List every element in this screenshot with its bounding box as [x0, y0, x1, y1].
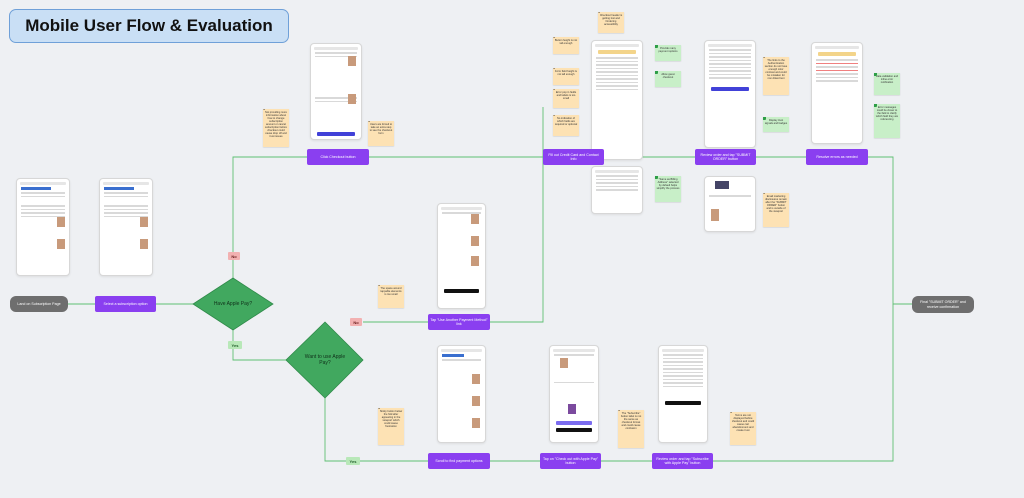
sticky-note-text: Sticky button below the fold after appea…: [379, 409, 403, 429]
node-select: Select a subscription option: [95, 296, 156, 312]
sticky-note-text: Error pop in fields and labels is too sm…: [555, 90, 577, 100]
node-checkout: Click Checkout button: [307, 149, 369, 165]
label-yes-scroll: Yes: [346, 457, 360, 465]
connector-want-apple-scroll: [324, 398, 428, 462]
warning-icon: ⚠: [553, 37, 556, 40]
sticky-note: ⚠The "Subscribe" button label is not the…: [618, 410, 644, 448]
warning-icon: ⚠: [553, 115, 556, 118]
decision-have-apple-shape: [192, 277, 274, 331]
phone-mockup-checkout: [310, 43, 362, 140]
sticky-note: ✓Error messages could be closer to the f…: [874, 104, 900, 138]
sticky-note: ⚠Checkout header is getting lost and hin…: [598, 12, 624, 33]
sticky-note-text: Display trust signals and badges: [764, 118, 788, 125]
sticky-note: ⚠Error pop in fields and labels is too s…: [553, 89, 579, 108]
sticky-note-text: Button height is not tall enough: [554, 38, 578, 45]
node-review-submit: Review order and tap "SUBMIT ORDER" butt…: [695, 149, 756, 165]
sticky-note: ✓Data validation and inline error notifi…: [874, 73, 900, 95]
sticky-note-text: Email marketing disclosures remain after…: [765, 194, 787, 214]
phone-mockup-apple-pay-cart: [549, 345, 599, 443]
warning-icon: ⚠: [368, 121, 371, 124]
sticky-note-text: Data validation and inline error notific…: [875, 74, 899, 84]
sticky-note: ✓"Same as Billing Address" selected by d…: [655, 176, 681, 202]
warning-icon: ⚠: [763, 57, 766, 60]
warning-icon: ⚠: [598, 12, 601, 15]
node-final: Final "SUBMIT ORDER" and receive confirm…: [912, 296, 974, 313]
sticky-note-text: Provide many payment options: [658, 46, 678, 53]
phone-mockup-subscription-selected: [99, 178, 153, 276]
connector-tap-other-fill-form: [490, 157, 544, 323]
sticky-note-text: Allow guest checkout: [661, 72, 675, 79]
phone-mockup-subscription-page: [16, 178, 70, 276]
warning-icon: ⚠: [263, 109, 266, 112]
sticky-note-text: Not providing more information about how…: [265, 110, 287, 139]
connector-have-apple-want-apple: [232, 330, 286, 361]
check-icon: ✓: [655, 71, 658, 74]
sticky-note-text: No indication of which fields are requir…: [554, 116, 578, 126]
warning-icon: ⚠: [378, 285, 381, 288]
warning-icon: ⚠: [618, 410, 621, 413]
sticky-note: ⚠Button height is not tall enough: [553, 37, 579, 54]
phone-mockup-payment-form-1: [591, 40, 643, 160]
phone-mockup-scroll-payment: [437, 345, 486, 443]
decision-want-apple-shape: [285, 321, 364, 399]
node-land: Land on Subscription Page: [10, 296, 68, 312]
check-icon: ✓: [655, 176, 658, 179]
sticky-note-text: Checkout header is getting lost and hind…: [599, 13, 623, 26]
check-icon: ✓: [655, 45, 658, 48]
check-icon: ✓: [763, 117, 766, 120]
check-icon: ✓: [874, 104, 877, 107]
node-tap-other: Tap "Use Another Payment Method" link: [428, 314, 490, 330]
sticky-note: ✓Allow guest checkout: [655, 71, 681, 87]
decision-want-apple: Want to use Apple Pay?: [304, 353, 346, 366]
page-title: Mobile User Flow & Evaluation: [9, 9, 289, 43]
phone-mockup-other-payment: [437, 203, 486, 309]
sticky-note-text: "Same as Billing Address" selected by de…: [656, 177, 680, 190]
node-tap-checkout-apple: Tap on "Check out with Apple Pay" button: [540, 453, 601, 469]
node-review-apple: Review order and tap "Subscribe with App…: [652, 453, 713, 469]
phone-mockup-errors: [811, 42, 863, 144]
connector-review-apple-final: [713, 304, 894, 462]
connector-have-apple-checkout: [232, 156, 307, 278]
sticky-note: ⚠The links to the Authentication section…: [763, 57, 789, 95]
phone-mockup-email-disclosure: [704, 176, 756, 232]
warning-icon: ⚠: [553, 89, 556, 92]
phone-mockup-apple-pay-sheet: [658, 345, 708, 443]
label-no-checkout: No: [228, 252, 240, 260]
sticky-note: ⚠Form field height is not tall enough: [553, 68, 579, 85]
sticky-note-text: The space around tappable elements is to…: [380, 286, 402, 296]
phone-mockup-review-order: [704, 40, 756, 148]
decision-have-apple: Have Apple Pay?: [213, 300, 253, 307]
node-fill-form: Fill out Credit Card and Contact Info: [543, 149, 604, 165]
warning-icon: ⚠: [730, 412, 733, 415]
sticky-note-text: The "Subscribe" button label is not the …: [620, 411, 642, 431]
sticky-note-text: Users are forced to take an extra step t…: [369, 122, 393, 135]
sticky-note: ✓Provide many payment options: [655, 45, 681, 61]
connector-resolve-final: [868, 156, 912, 305]
sticky-note: ⚠Email marketing disclosures remain afte…: [763, 193, 789, 227]
phone-mockup-payment-form-2: [591, 166, 643, 214]
sticky-note: ⚠No indication of which fields are requi…: [553, 115, 579, 136]
sticky-note: ⚠The space around tappable elements is t…: [378, 285, 404, 308]
sticky-note-text: The links to the Authentication section …: [764, 58, 788, 81]
sticky-note: ⚠Terms are not displayed before checkout…: [730, 412, 756, 445]
sticky-note-text: Terms are not displayed before checkout …: [731, 413, 755, 433]
warning-icon: ⚠: [763, 193, 766, 196]
warning-icon: ⚠: [553, 68, 556, 71]
label-no-other-payment: No: [350, 318, 362, 326]
sticky-note-text: Form field height is not tall enough: [555, 69, 577, 76]
node-scroll-pay: Scroll to find payment options: [428, 453, 490, 469]
sticky-note: ⚠Sticky button below the fold after appe…: [378, 408, 404, 445]
node-resolve: Resolve errors as needed: [806, 149, 868, 165]
check-icon: ✓: [874, 73, 877, 76]
warning-icon: ⚠: [378, 408, 381, 411]
sticky-note: ✓Display trust signals and badges: [763, 117, 789, 132]
sticky-note: ⚠Users are forced to take an extra step …: [368, 121, 394, 146]
sticky-note: ⚠Not providing more information about ho…: [263, 109, 289, 147]
sticky-note-text: Error messages could be closer to the fi…: [875, 105, 899, 121]
label-yes-want-apple: Yes: [228, 341, 242, 349]
